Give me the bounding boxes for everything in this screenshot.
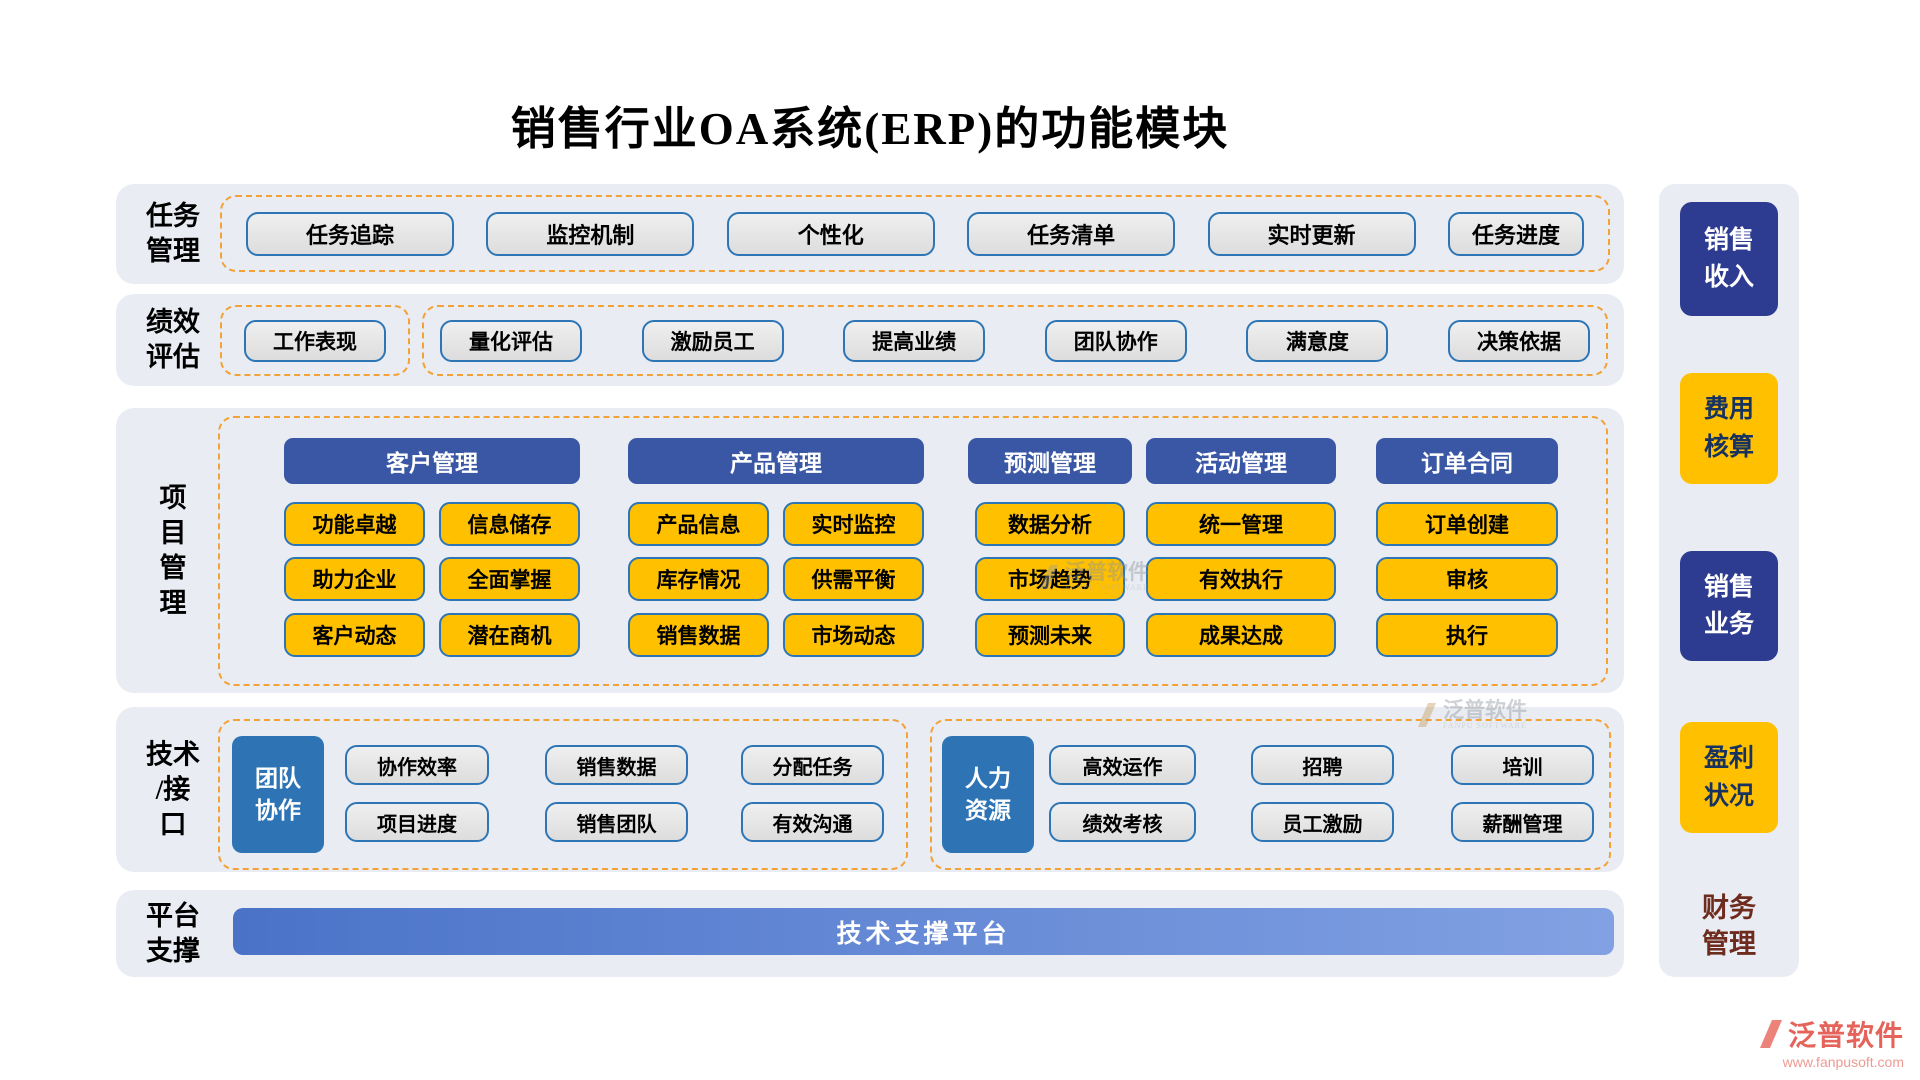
project-cell-button[interactable]: 实时监控 (783, 502, 924, 546)
project-cell-button[interactable]: 统一管理 (1146, 502, 1336, 546)
platform-bar[interactable]: 技术支撑平台 (233, 908, 1614, 955)
project-cell-button[interactable]: 信息储存 (439, 502, 580, 546)
task-item-button[interactable]: 监控机制 (486, 211, 695, 256)
brand-url: www.fanpusoft.com (1782, 1054, 1904, 1070)
project-cell-button[interactable]: 成果达成 (1146, 613, 1336, 657)
project-cell-button[interactable]: 执行 (1376, 613, 1558, 657)
tech-item-button[interactable]: 培训 (1451, 745, 1594, 785)
tech-item-button[interactable]: 分配任务 (741, 745, 884, 785)
fanpu-logo-icon (1759, 1020, 1782, 1048)
tech-item-button[interactable]: 项目进度 (345, 802, 489, 842)
perf-item-button[interactable]: 提高业绩 (843, 319, 986, 362)
sidebar-module[interactable]: 费用 核算 (1680, 373, 1778, 484)
project-column-header[interactable]: 产品管理 (628, 438, 924, 484)
project-cell-button[interactable]: 预测未来 (974, 613, 1126, 657)
tech-item-button[interactable]: 协作效率 (345, 745, 489, 785)
project-cell-button[interactable]: 有效执行 (1146, 557, 1336, 601)
project-cell-button[interactable]: 销售数据 (628, 613, 769, 657)
band-platform-support: 平台 支撑 技术支撑平台 (116, 890, 1624, 977)
project-cell-button[interactable]: 库存情况 (628, 557, 769, 601)
project-cell-button[interactable]: 订单创建 (1376, 502, 1558, 546)
brand-mark: 泛普软件 www.fanpusoft.com (1759, 1014, 1904, 1070)
sidebar-footer-label: 财务 管理 (1702, 893, 1756, 960)
perf-item-button[interactable]: 量化评估 (440, 319, 582, 362)
project-cell-button[interactable]: 潜在商机 (439, 613, 580, 657)
tech-hr-outline: 人力 资源 高效运作 招聘 培训 绩效考核 员工激励 薪酬管理 (930, 719, 1611, 870)
project-column-activity: 活动管理 统一管理 有效执行 成果达成 (1146, 438, 1336, 668)
sidebar-module[interactable]: 盈利 状况 (1680, 722, 1778, 833)
brand-name: 泛普软件 (1787, 1021, 1904, 1052)
project-cell-button[interactable]: 市场趋势 (974, 557, 1126, 601)
perf-item-button[interactable]: 工作表现 (244, 319, 386, 362)
perf-item-button[interactable]: 决策依据 (1447, 319, 1590, 362)
tech-team-outline: 团队 协作 协作效率 销售数据 分配任务 项目进度 销售团队 有效沟通 (218, 719, 908, 870)
band-task-management: 任务 管理 任务追踪 监控机制 个性化 任务清单 实时更新 任务进度 (116, 184, 1624, 284)
project-cell-button[interactable]: 市场动态 (783, 613, 924, 657)
project-column-customer: 客户管理 功能卓越 信息储存 助力企业 全面掌握 客户动态 潜在商机 (284, 438, 580, 668)
tech-item-button[interactable]: 员工激励 (1251, 802, 1394, 842)
tech-item-button[interactable]: 销售数据 (545, 745, 688, 785)
task-item-button[interactable]: 个性化 (726, 211, 935, 256)
task-item-button[interactable]: 实时更新 (1207, 211, 1416, 256)
perf-item-button[interactable]: 激励员工 (641, 319, 784, 362)
tech-item-button[interactable]: 招聘 (1251, 745, 1394, 785)
project-column-order: 订单合同 订单创建 审核 执行 (1376, 438, 1558, 668)
perf-band-label: 绩效 评估 (146, 306, 200, 372)
human-resources-box[interactable]: 人力 资源 (942, 736, 1034, 853)
project-group-outline: 客户管理 功能卓越 信息储存 助力企业 全面掌握 客户动态 潜在商机 产品管理 … (218, 416, 1608, 686)
project-column-product: 产品管理 产品信息 实时监控 库存情况 供需平衡 销售数据 市场动态 (628, 438, 924, 668)
task-item-button[interactable]: 任务清单 (967, 211, 1176, 256)
task-group-outline: 任务追踪 监控机制 个性化 任务清单 实时更新 任务进度 (220, 195, 1610, 272)
project-cell-button[interactable]: 全面掌握 (439, 557, 580, 601)
project-column-forecast: 预测管理 数据分析 市场趋势 预测未来 (968, 438, 1132, 668)
tech-item-button[interactable]: 高效运作 (1049, 745, 1196, 785)
project-cell-button[interactable]: 客户动态 (284, 613, 425, 657)
band-performance-evaluation: 绩效 评估 工作表现 量化评估 激励员工 提高业绩 团队协作 满意度 决策依据 (116, 294, 1624, 386)
task-band-label: 任务 管理 (146, 200, 200, 266)
perf-item-button[interactable]: 满意度 (1246, 319, 1389, 362)
project-cell-button[interactable]: 审核 (1376, 557, 1558, 601)
project-cell-button[interactable]: 功能卓越 (284, 502, 425, 546)
task-item-button[interactable]: 任务进度 (1447, 211, 1584, 256)
tech-item-button[interactable]: 有效沟通 (741, 802, 884, 842)
project-column-header[interactable]: 预测管理 (968, 438, 1132, 484)
band-tech-interface: 技术 /接 口 团队 协作 协作效率 销售数据 分配任务 项目进度 销售团队 有… (116, 707, 1624, 872)
perf-item-button[interactable]: 团队协作 (1044, 319, 1187, 362)
page-title: 销售行业OA系统(ERP)的功能模块 (510, 104, 1230, 154)
project-cell-button[interactable]: 产品信息 (628, 502, 769, 546)
project-cell-button[interactable]: 供需平衡 (783, 557, 924, 601)
team-collaboration-box[interactable]: 团队 协作 (232, 736, 324, 853)
band-project-management: 项 目 管 理 客户管理 功能卓越 信息储存 助力企业 全面掌握 客户动态 潜在… (116, 408, 1624, 693)
tech-item-button[interactable]: 销售团队 (545, 802, 688, 842)
tech-item-button[interactable]: 薪酬管理 (1451, 802, 1594, 842)
project-column-header[interactable]: 活动管理 (1146, 438, 1336, 484)
project-band-label: 项 目 管 理 (159, 482, 187, 618)
task-item-button[interactable]: 任务追踪 (246, 211, 454, 256)
project-column-header[interactable]: 订单合同 (1376, 438, 1558, 484)
sidebar-module[interactable]: 销售 收入 (1680, 202, 1778, 316)
tech-item-button[interactable]: 绩效考核 (1049, 802, 1196, 842)
finance-sidebar: 销售 收入 费用 核算 销售 业务 盈利 状况 财务 管理 (1659, 184, 1799, 977)
sidebar-module[interactable]: 销售 业务 (1680, 551, 1778, 661)
project-column-header[interactable]: 客户管理 (284, 438, 580, 484)
project-cell-button[interactable]: 助力企业 (284, 557, 425, 601)
perf-group-outline: 量化评估 激励员工 提高业绩 团队协作 满意度 决策依据 (422, 305, 1608, 376)
tech-band-label: 技术 /接 口 (146, 738, 200, 840)
perf-solo-outline: 工作表现 (220, 305, 410, 376)
project-cell-button[interactable]: 数据分析 (974, 502, 1126, 546)
platform-band-label: 平台 支撑 (146, 900, 200, 966)
